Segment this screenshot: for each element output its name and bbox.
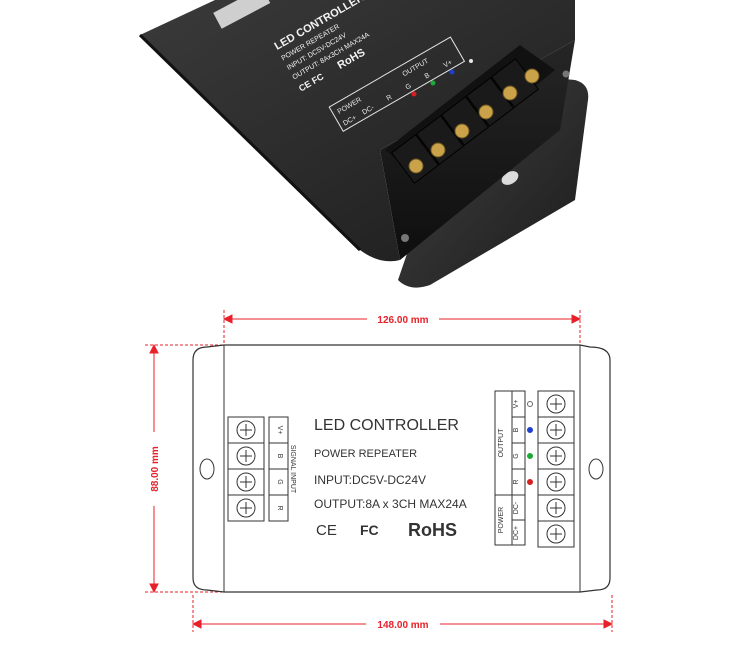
- signal-terminal-screw: [227, 494, 265, 522]
- output-pin-r: R: [513, 479, 520, 484]
- signal-terminal-screw: [227, 468, 265, 496]
- indicator-led: [527, 453, 533, 459]
- photo-screw: [562, 70, 570, 78]
- photo-term-g: G: [405, 83, 413, 92]
- panel-input: INPUT:DC5V-DC24V: [314, 473, 426, 487]
- output-terminal-screw: [537, 390, 575, 418]
- signal-terminal-screw: [227, 442, 265, 470]
- photo-terminal-label-box: [328, 36, 466, 132]
- output-pin-b: B: [513, 427, 520, 432]
- photo-term-vplus: V+: [443, 59, 454, 69]
- signal-input-block: V+ B G R SIGNAL INPUT: [227, 416, 296, 522]
- product-photo: LED CONTROLLER POWER REPEATER INPUT: DC5…: [138, 0, 589, 288]
- output-terminal-screw: [537, 416, 575, 444]
- photo-led-blue: [449, 69, 455, 75]
- power-pin-dcminus: DC-: [513, 501, 520, 514]
- arrow-head: [603, 619, 614, 629]
- signal-pin-r: R: [276, 505, 283, 510]
- top-width-label: 126.00 mm: [377, 315, 428, 326]
- output-pin-vplus: V+: [513, 400, 520, 409]
- indicator-led: [527, 427, 533, 433]
- output-pin-g: G: [513, 453, 520, 458]
- mount-hole-left: [199, 458, 215, 480]
- arrow-head: [149, 343, 159, 354]
- signal-connector: [213, 0, 271, 29]
- photo-led-red: [411, 91, 417, 97]
- arrow-head: [191, 619, 202, 629]
- photo-led-green: [430, 80, 436, 86]
- height-label: 88.00 mm: [150, 446, 161, 492]
- indicator-led: [527, 401, 533, 407]
- photo-term-b: B: [424, 72, 432, 81]
- output-terminal-screw: [537, 468, 575, 496]
- signal-pin-vplus: V+: [276, 426, 283, 435]
- fc-mark: FC: [360, 522, 379, 538]
- panel-title: LED CONTROLLER: [314, 417, 459, 434]
- panel-subtitle: POWER REPEATER: [314, 448, 417, 460]
- mount-hole-right: [588, 458, 604, 480]
- ce-mark: CE: [316, 522, 337, 539]
- arrow-head: [571, 314, 582, 324]
- output-terminal-screw: [537, 520, 575, 548]
- output-group-label: OUTPUT: [498, 428, 505, 458]
- power-pin-dcplus: DC+: [513, 526, 520, 540]
- housing-top: [140, 0, 575, 262]
- signal-terminal-screw: [227, 416, 265, 444]
- photo-terminal-block: [385, 45, 555, 184]
- photo-term-r: R: [385, 94, 393, 103]
- bottom-width-label: 148.00 mm: [377, 620, 428, 631]
- power-group-label: POWER: [498, 507, 505, 533]
- arrow-head: [222, 314, 233, 324]
- signal-input-label: SIGNAL INPUT: [289, 445, 296, 494]
- output-terminal-screw: [537, 442, 575, 470]
- output-block: OUTPUT V+ B G R POWER DC- DC+: [494, 390, 575, 548]
- photo-led-white: [469, 59, 473, 63]
- flange-hole: [501, 171, 519, 185]
- panel-output: OUTPUT:8A x 3CH MAX24A: [314, 497, 467, 511]
- indicator-led: [527, 479, 533, 485]
- rohs-mark: RoHS: [408, 520, 457, 540]
- output-terminal-screw: [537, 494, 575, 522]
- signal-pin-g: G: [276, 479, 283, 484]
- arrow-head: [149, 583, 159, 594]
- signal-pin-b: B: [276, 454, 283, 459]
- photo-screw: [401, 234, 409, 242]
